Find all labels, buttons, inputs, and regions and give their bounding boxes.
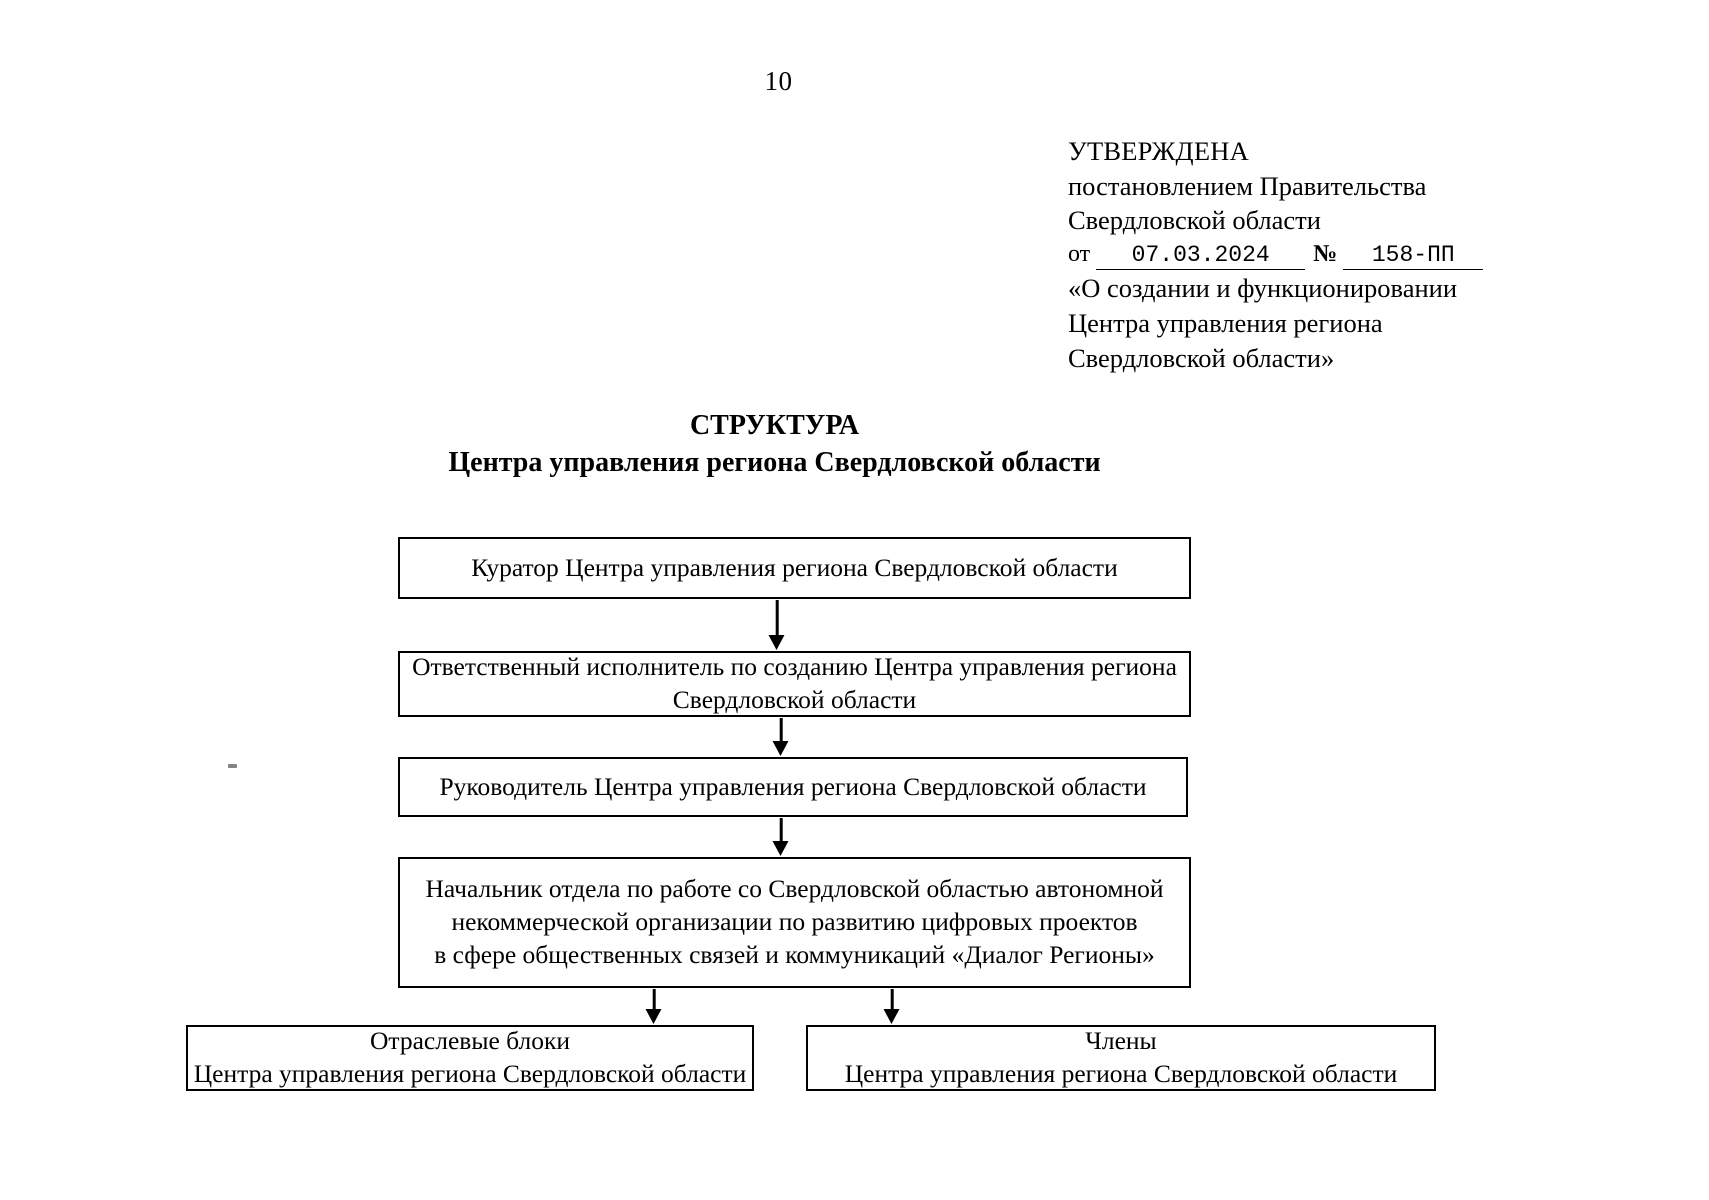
decree-title-line-3: Свердловской области»	[1068, 342, 1335, 373]
decree-number-value: 158-ПП	[1343, 242, 1484, 271]
document-reference-row: от 07.03.2024 № 158-ПП	[1068, 239, 1588, 271]
org-node-members-line-1: Члены	[1085, 1026, 1157, 1056]
arrow-head-icon	[768, 635, 785, 650]
structure-title: СТРУКТУРА Центра управления региона Свер…	[0, 408, 1629, 481]
arrow-shaft	[652, 989, 656, 1010]
date-label: от	[1068, 240, 1091, 267]
org-node-director: Руководитель Центра управления региона С…	[398, 757, 1188, 817]
org-node-sector-blocks-line-1: Отраслевые блоки	[369, 1026, 570, 1056]
org-node-director-line-1: Руководитель Центра управления региона С…	[439, 771, 1147, 801]
arrow-shaft	[779, 818, 783, 842]
decree-title-line-1: «О создании и функционировании	[1068, 273, 1457, 304]
org-node-curator-line-1: Куратор Центра управления региона Свердл…	[471, 552, 1118, 582]
org-node-sector-blocks: Отраслевые блоки Центра управления регио…	[186, 1025, 754, 1091]
scan-artifact	[228, 764, 237, 768]
arrow-shaft	[890, 989, 894, 1010]
org-node-responsible-executor-line-2: Свердловской области	[672, 685, 917, 714]
arrow-head-icon	[645, 1009, 662, 1024]
org-node-department-chief-line-3: в сфере общественных связей и коммуникац…	[434, 939, 1155, 969]
page-number: 10	[764, 66, 793, 96]
org-node-department-chief: Начальник отдела по работе со Свердловск…	[398, 857, 1191, 988]
arrow-shaft	[779, 718, 783, 742]
structure-title-sub: Центра управления региона Свердловской о…	[448, 446, 1101, 478]
arrow-head-icon	[772, 841, 789, 856]
approval-authority-line-1: постановлением Правительства	[1068, 170, 1427, 201]
org-node-responsible-executor: Ответственный исполнитель по созданию Це…	[398, 651, 1191, 717]
org-node-members: Члены Центра управления региона Свердлов…	[806, 1025, 1436, 1091]
org-node-sector-blocks-line-2: Центра управления региона Свердловской о…	[193, 1059, 747, 1088]
org-node-members-line-2: Центра управления региона Свердловской о…	[844, 1059, 1398, 1088]
arrow-head-icon	[772, 741, 789, 756]
arrow-shaft	[775, 600, 779, 636]
numero-sign-icon: №	[1313, 240, 1338, 267]
arrow-head-icon	[883, 1009, 900, 1024]
approval-block: УТВЕРЖДЕНА постановлением Правительства …	[1068, 134, 1588, 375]
approval-authority-line-2: Свердловской области	[1068, 205, 1321, 236]
org-node-responsible-executor-line-1: Ответственный исполнитель по созданию Це…	[412, 652, 1177, 682]
org-node-curator: Куратор Центра управления региона Свердл…	[398, 537, 1191, 599]
decree-date-value: 07.03.2024	[1096, 242, 1306, 271]
decree-title-line-2: Центра управления региона	[1068, 308, 1383, 339]
structure-title-main: СТРУКТУРА	[689, 410, 860, 441]
org-node-department-chief-line-1: Начальник отдела по работе со Свердловск…	[425, 874, 1164, 904]
approval-heading: УТВЕРЖДЕНА	[1068, 136, 1249, 166]
org-node-department-chief-line-2: некоммерческой организации по развитию ц…	[451, 907, 1138, 937]
